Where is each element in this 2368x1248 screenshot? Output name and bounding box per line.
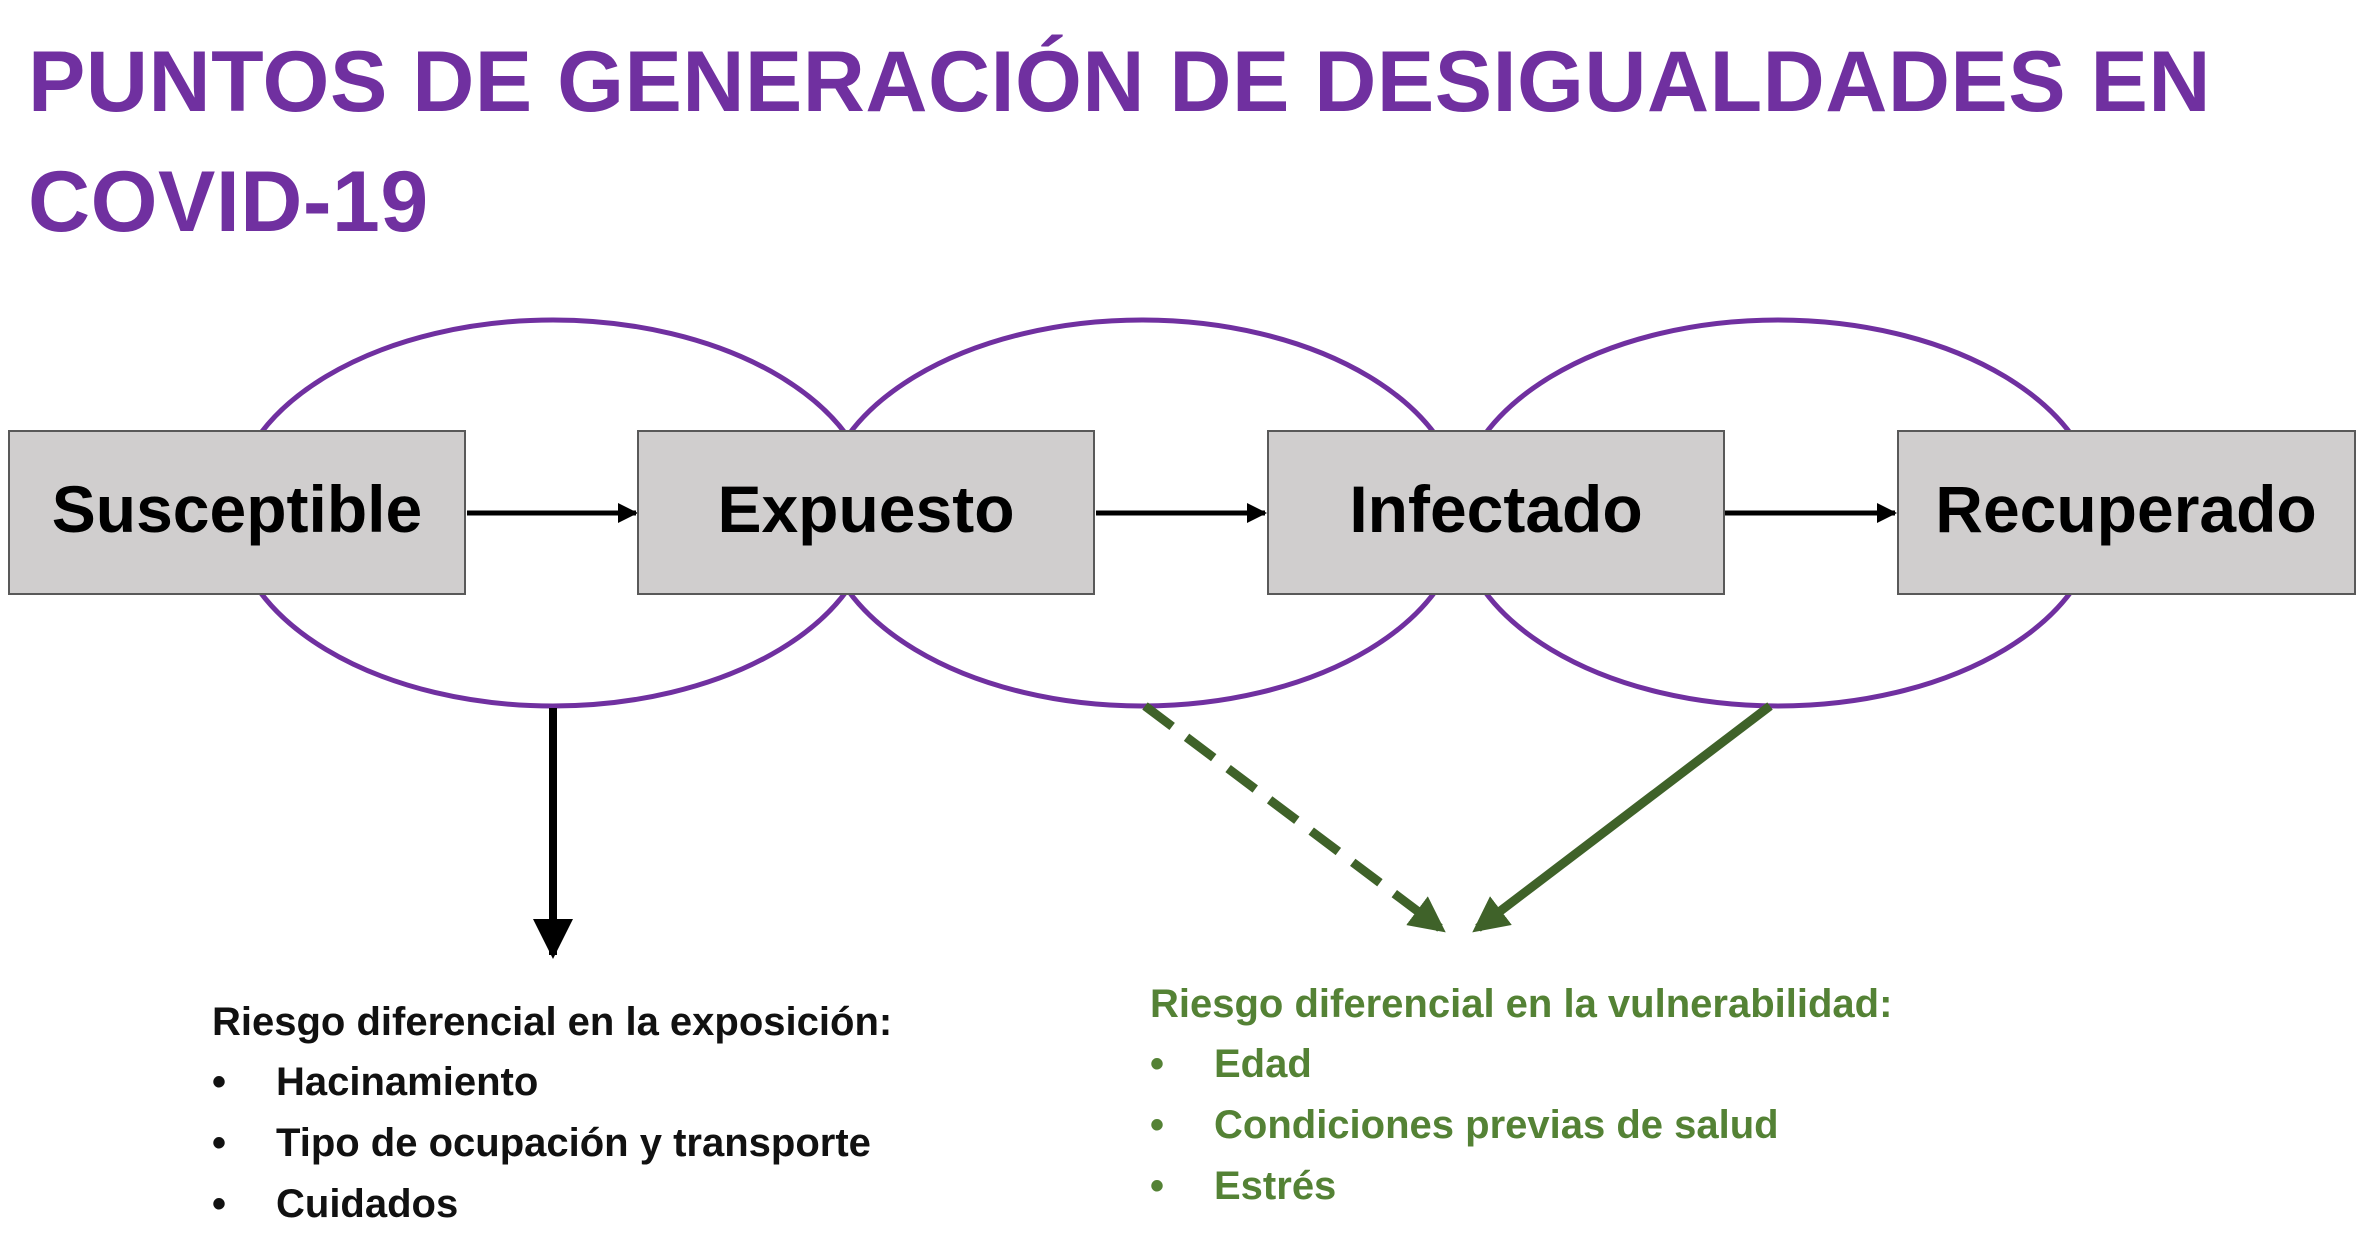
stage-label: Infectado (1349, 472, 1642, 546)
list-item: •Hacinamiento (212, 1052, 892, 1113)
arrow-dashed-to-vulnerability (1142, 702, 1446, 933)
stage-label: Expuesto (717, 472, 1014, 546)
vulnerability-risk-heading: Riesgo diferencial en la vulnerabilidad: (1150, 982, 1893, 1026)
stage-susceptible: Susceptible (8, 430, 466, 595)
list-item: •Tipo de ocupación y transporte (212, 1113, 892, 1174)
bullet-icon: • (212, 1121, 227, 1165)
stage-infected: Infectado (1267, 430, 1725, 595)
page-title: PUNTOS DE GENERACIÓN DE DESIGUALDADES EN… (28, 34, 2212, 250)
exposure-risk-list: Riesgo diferencial en la exposición: •Ha… (212, 992, 892, 1235)
list-item: •Estrés (1150, 1156, 1892, 1217)
stage-exposed: Expuesto (637, 430, 1095, 595)
stage-label: Susceptible (52, 472, 422, 546)
arrow-solid-to-vulnerability (1472, 702, 1773, 933)
stage-label: Recuperado (1935, 472, 2316, 546)
list-item: •Cuidados (212, 1174, 892, 1235)
bullet-icon: • (1150, 1164, 1165, 1208)
list-item: •Condiciones previas de salud (1150, 1095, 1892, 1156)
bullet-icon: • (212, 1060, 227, 1104)
vulnerability-risk-list: Riesgo diferencial en la vulnerabilidad:… (1150, 974, 1892, 1217)
list-item: •Edad (1150, 1034, 1892, 1095)
exposure-risk-heading: Riesgo diferencial en la exposición: (212, 1000, 893, 1044)
bullet-icon: • (1150, 1103, 1165, 1147)
bullet-icon: • (1150, 1042, 1165, 1086)
bullet-icon: • (212, 1182, 227, 1226)
stage-recovered: Recuperado (1897, 430, 2356, 595)
